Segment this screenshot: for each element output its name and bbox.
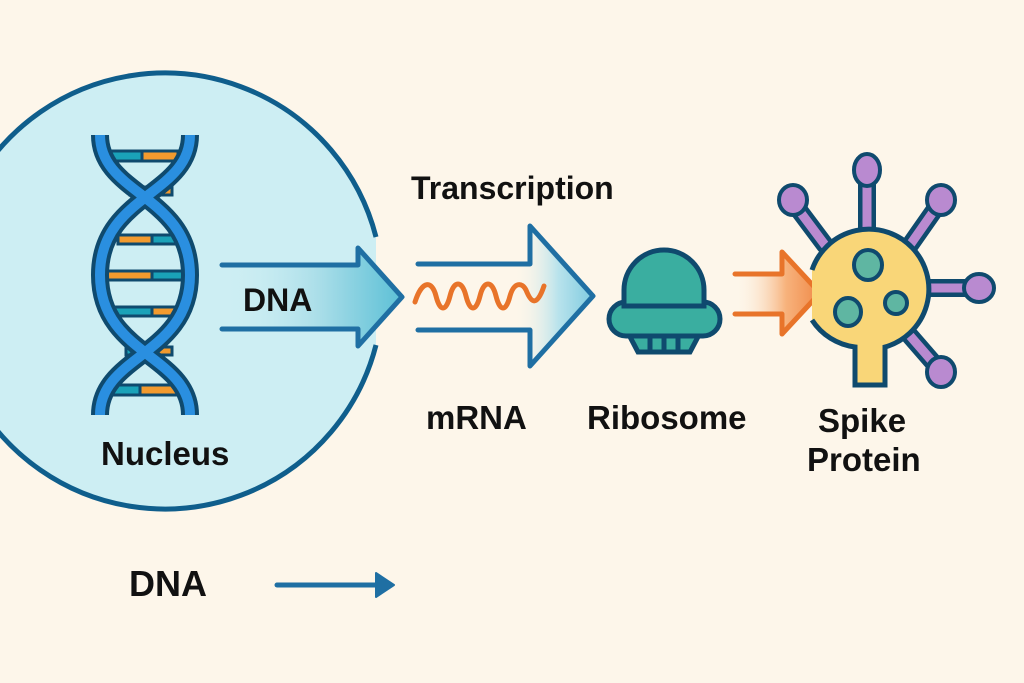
mrna-arrow — [412, 223, 596, 369]
spike-dots — [833, 248, 909, 328]
dna-strands — [90, 134, 200, 416]
spike-body — [809, 226, 932, 388]
nucleus-label: Nucleus — [101, 435, 230, 472]
spike-protein-label-line1: Spike — [818, 402, 907, 439]
spike-heads — [777, 152, 996, 389]
dna-helix-icon — [90, 134, 200, 416]
dna-arrow — [219, 245, 405, 349]
mrna-strand-icon — [412, 281, 547, 311]
diagram-title: Transcription — [411, 170, 614, 206]
translation-arrow — [732, 249, 823, 337]
spike-protein-icon — [777, 152, 996, 389]
spike-protein-label-line2: Protein — [807, 441, 921, 478]
ribosome-icon — [606, 247, 723, 355]
mrna-label: mRNA — [426, 399, 527, 436]
ribosome-label: Ribosome — [587, 399, 747, 436]
dna-arrow-label: DNA — [243, 282, 313, 318]
legend-label: DNA — [129, 563, 207, 604]
legend-arrow — [274, 572, 395, 598]
